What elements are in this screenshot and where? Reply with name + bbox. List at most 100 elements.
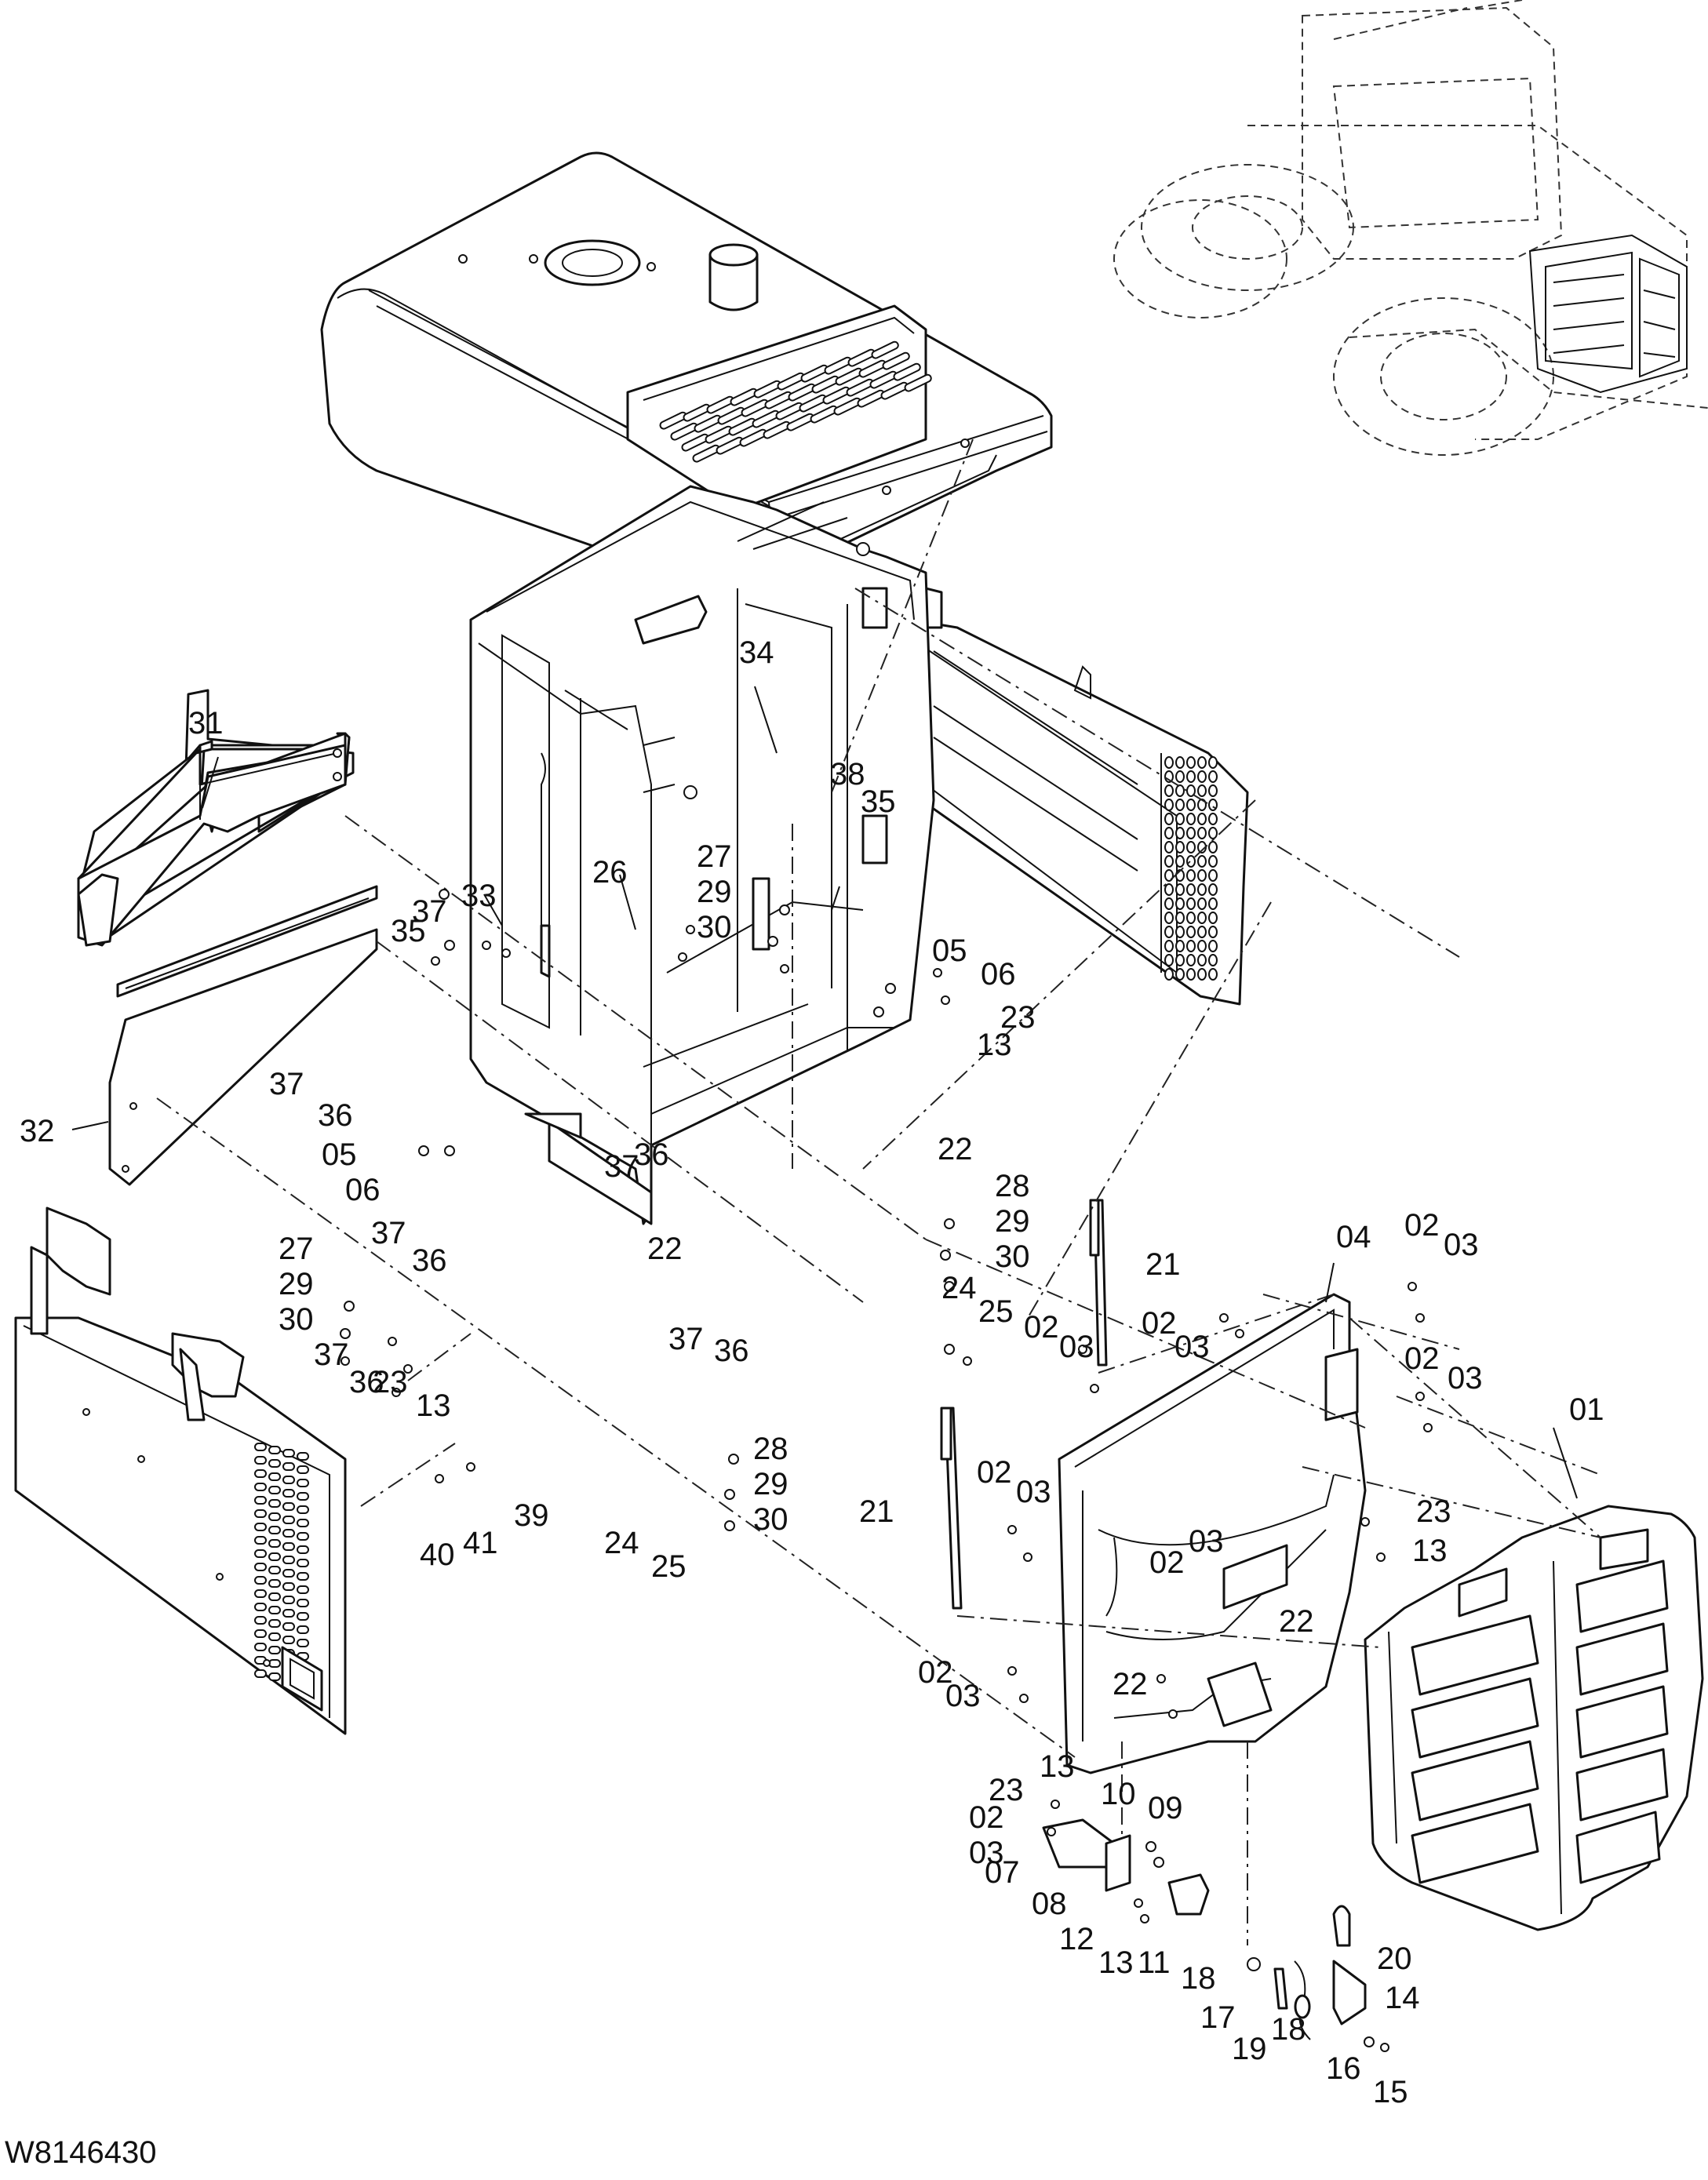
callout-leaders (71, 686, 1578, 1499)
louver-slot (1186, 799, 1196, 811)
louver-slot (254, 1469, 267, 1478)
louver-slot (297, 1572, 309, 1581)
callout-32: 32 (20, 1114, 55, 1148)
louver-slot (268, 1512, 281, 1521)
louver-slot (1186, 926, 1196, 938)
callout-13: 13 (1412, 1534, 1448, 1568)
fastener-symbols (340, 889, 1433, 1836)
louver-slot (254, 1509, 267, 1518)
callout-23: 23 (373, 1365, 408, 1399)
louver-slot (282, 1622, 295, 1631)
louver-slot (1175, 954, 1185, 966)
callout-06: 06 (345, 1173, 381, 1207)
fastener (391, 1388, 401, 1397)
fastener (1047, 1827, 1056, 1836)
cover-louver-slots (254, 1443, 309, 1687)
louver-slot (254, 1669, 267, 1678)
callout-03: 03 (1174, 1330, 1210, 1364)
fastener (767, 936, 778, 947)
drawing-number: W8146430 (5, 2135, 157, 2170)
callout-22: 22 (647, 1232, 683, 1266)
louver-slot (1175, 827, 1185, 839)
callout-26: 26 (592, 855, 628, 890)
louver-slot (1164, 827, 1174, 839)
fastener (941, 995, 950, 1005)
louver-slot (1186, 968, 1196, 981)
fastener (944, 1218, 955, 1229)
top-panel-31 (77, 732, 347, 947)
fastener (1168, 1709, 1178, 1719)
louver-slot (1164, 784, 1174, 797)
louver-slot (268, 1446, 281, 1454)
callout-21: 21 (1145, 1247, 1181, 1282)
louver-slot (282, 1596, 295, 1604)
callout-36: 36 (349, 1365, 384, 1399)
louver-slot (268, 1459, 281, 1468)
louver-slot (254, 1483, 267, 1491)
louver-slot (1197, 855, 1207, 868)
callout-13: 13 (1098, 1945, 1134, 1980)
callout-09: 09 (1148, 1791, 1183, 1825)
callout-25: 25 (651, 1549, 686, 1584)
fastener (686, 925, 695, 934)
louver-slot (254, 1549, 267, 1558)
callout-16: 16 (1326, 2051, 1361, 2086)
fastener (1007, 1525, 1017, 1534)
louver-slot (1175, 883, 1185, 896)
fastener (944, 1344, 955, 1355)
louver-slot (1164, 968, 1174, 981)
fastener (1423, 1423, 1433, 1432)
louver-slot (254, 1603, 267, 1611)
callout-06: 06 (981, 957, 1016, 992)
louver-slot (297, 1465, 309, 1474)
louver-slot (1175, 784, 1185, 797)
radiator-frame-26 (469, 485, 935, 1225)
louver-slot (1186, 756, 1196, 769)
callout-28: 28 (995, 1169, 1030, 1203)
louver-slot (282, 1502, 295, 1511)
louver-slot (282, 1489, 295, 1498)
louver-slot (1186, 841, 1196, 853)
callout-22: 22 (1113, 1667, 1148, 1701)
callout-21: 21 (859, 1494, 894, 1529)
louver-slot (1208, 841, 1218, 853)
fastener (1360, 1517, 1370, 1527)
louver-slot (268, 1539, 281, 1548)
louver-slot (904, 373, 932, 392)
callout-36: 36 (634, 1137, 669, 1172)
callout-27: 27 (279, 1232, 314, 1266)
callout-03: 03 (969, 1836, 1004, 1870)
louver-slot (871, 340, 899, 359)
fastener (439, 889, 450, 900)
louver-slot (1208, 756, 1218, 769)
fastener (1090, 1384, 1099, 1393)
assembly-center-lines (156, 439, 1601, 1945)
louver-slot (254, 1576, 267, 1585)
fastener (1408, 1282, 1417, 1291)
callout-20: 20 (1377, 1942, 1412, 1976)
louver-slot (1164, 897, 1174, 910)
fastener (724, 1520, 735, 1531)
fastener (1078, 1345, 1087, 1354)
latch-assembly (1042, 1818, 1389, 2052)
callout-03: 03 (1016, 1475, 1051, 1509)
louver-slot (1197, 756, 1207, 769)
louver-slot (297, 1452, 309, 1461)
louver-slot (268, 1632, 281, 1641)
louver-slot (297, 1545, 309, 1554)
callout-13: 13 (1040, 1749, 1075, 1784)
louver-slot (1175, 855, 1185, 868)
callout-37: 37 (668, 1322, 704, 1356)
louver-slot (297, 1599, 309, 1607)
louver-slot (268, 1472, 281, 1481)
louver-slot (268, 1499, 281, 1508)
louver-slot (1186, 912, 1196, 924)
callout-14: 14 (1385, 1981, 1420, 2015)
callout-29: 29 (995, 1204, 1030, 1239)
fastener (944, 1281, 955, 1292)
louver-slot (282, 1569, 295, 1578)
callout-15: 15 (1373, 2075, 1408, 2109)
callout-19: 19 (1232, 2032, 1267, 2066)
door-frame-04 (1058, 1293, 1367, 1774)
louver-slot (268, 1619, 281, 1628)
